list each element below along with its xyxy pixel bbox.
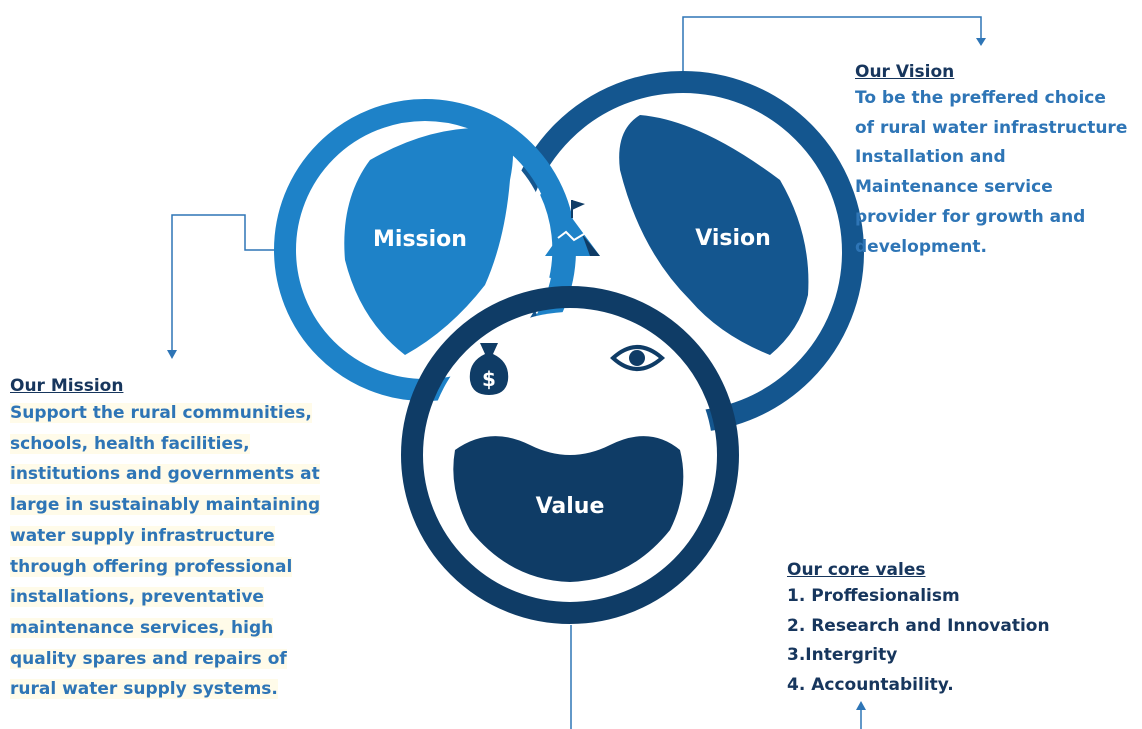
vision-line: development. xyxy=(855,236,987,257)
mission-heading: Our Mission xyxy=(10,376,124,396)
core-values-list: 1. Proffesionalism 2. Research and Innova… xyxy=(787,582,1107,701)
mission-line: rural water supply systems. xyxy=(10,679,278,700)
money-bag-icon: $ xyxy=(469,343,509,395)
mission-line: maintenance services, high xyxy=(10,617,274,638)
vision-arrow xyxy=(976,38,986,46)
mission-line: through offering professional xyxy=(10,556,293,577)
vision-connector xyxy=(682,16,982,75)
mountain-flag-icon xyxy=(545,200,600,256)
svg-text:$: $ xyxy=(482,367,496,391)
mission-line: Support the rural communities, xyxy=(10,403,312,423)
values-arrow xyxy=(856,701,866,710)
mission-arrow xyxy=(167,350,177,359)
value-label: Value xyxy=(536,494,605,519)
mission-text-block: Our Mission Support the rural communitie… xyxy=(10,374,355,705)
mission-line: schools, health facilities, xyxy=(10,433,250,454)
mission-label: Mission xyxy=(373,227,467,252)
core-values-block: Our core vales 1. Proffesionalism 2. Rese… xyxy=(787,558,1107,701)
connector-lines xyxy=(171,16,982,729)
mission-line: installations, preventative xyxy=(10,587,264,608)
vision-heading: Our Vision xyxy=(855,62,955,82)
mission-line: water supply infrastructure xyxy=(10,525,275,546)
mission-description: Support the rural communities, schools, h… xyxy=(10,398,355,705)
values-line: 1. Proffesionalism xyxy=(787,586,960,606)
vision-line: provider for growth and xyxy=(855,206,1086,227)
vision-label: Vision xyxy=(695,226,771,251)
vision-line: Installation and xyxy=(855,147,1006,168)
mission-connector xyxy=(171,214,290,352)
vision-text-block: Our Vision To be the preffered choice of … xyxy=(855,60,1140,262)
vision-line: To be the preffered choice xyxy=(855,88,1106,108)
values-line: 2. Research and Innovation xyxy=(787,615,1050,636)
eye-icon xyxy=(610,345,666,371)
value-circle xyxy=(401,286,739,624)
vision-line: Maintenance service xyxy=(855,177,1053,198)
connector-arrows xyxy=(167,38,986,710)
values-line: 4. Accountability. xyxy=(787,675,954,696)
mission-line: quality spares and repairs of xyxy=(10,648,287,669)
core-values-heading: Our core vales xyxy=(787,560,926,580)
mission-line: large in sustainably maintaining xyxy=(10,495,321,516)
mission-line: institutions and governments at xyxy=(10,464,320,485)
vision-description: To be the preffered choice of rural water… xyxy=(855,84,1140,262)
vision-line: of rural water infrastructure xyxy=(855,117,1128,138)
values-line: 3.Intergrity xyxy=(787,645,898,666)
